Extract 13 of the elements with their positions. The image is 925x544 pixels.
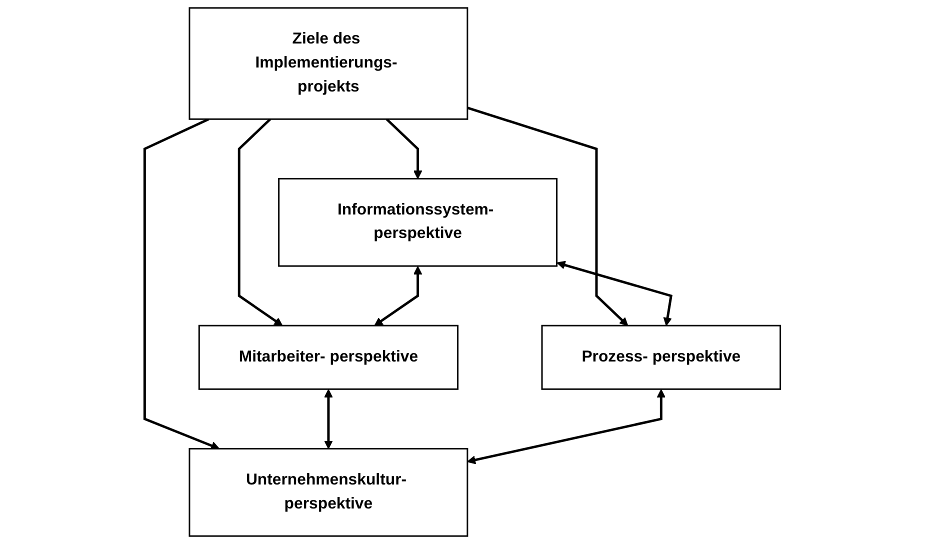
node-box: Prozess- perspektive	[541, 324, 782, 390]
arrow	[324, 389, 333, 450]
arrow	[374, 266, 422, 326]
node-box: Informationssystem- perspektive	[278, 178, 558, 267]
node-box: Ziele des Implementierungs- projekts	[188, 7, 468, 120]
arrow	[386, 118, 422, 180]
arrow	[143, 118, 220, 450]
node-box: Mitarbeiter- perspektive	[198, 324, 458, 390]
arrow	[467, 389, 666, 464]
node-box: Unternehmenskultur- perspektive	[188, 448, 468, 537]
arrow	[238, 118, 283, 326]
arrow	[467, 106, 628, 326]
arrow	[556, 260, 672, 326]
